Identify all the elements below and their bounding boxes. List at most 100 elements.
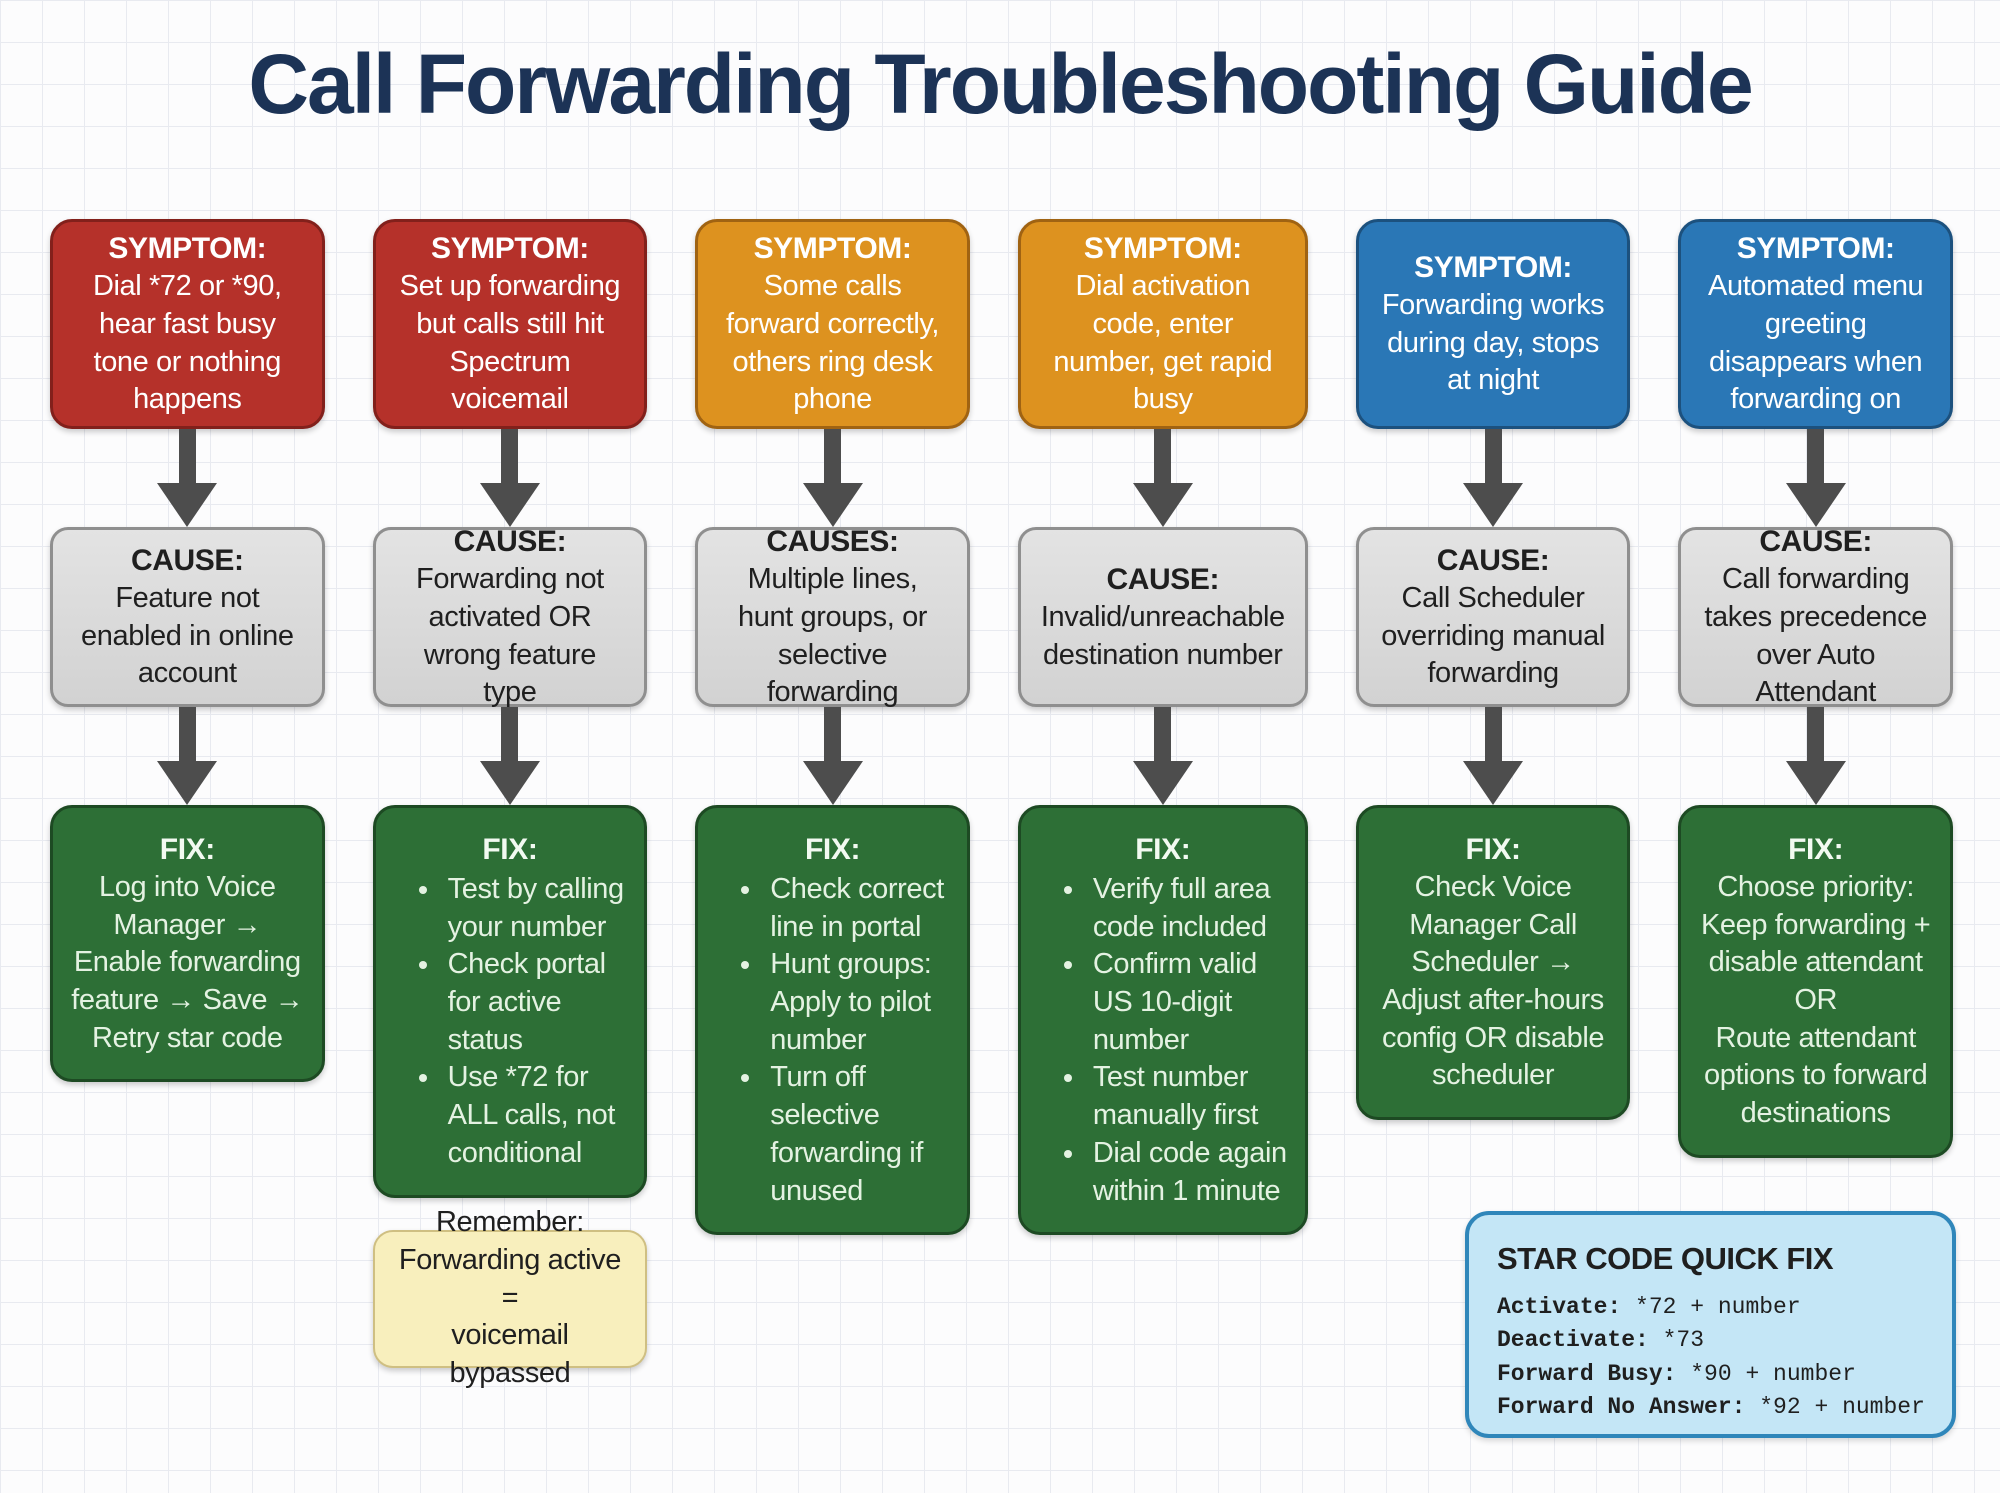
- symptom-text: Forwarding works during day, stops at ni…: [1381, 288, 1605, 397]
- star-code-row: Activate: *72 + number: [1497, 1291, 1924, 1324]
- symptom-label: SYMPTOM:: [108, 232, 267, 266]
- down-arrow-icon: [1678, 429, 1953, 527]
- fix-box: FIX: Check correct line in portalHunt gr…: [695, 805, 970, 1236]
- fix-label: FIX:: [1788, 833, 1844, 866]
- fix-text: Choose priority: Keep forwarding + disab…: [1700, 871, 1931, 1130]
- fix-bullet-item: Test number manually first: [1087, 1059, 1287, 1134]
- cause-box: CAUSE: Call Scheduler overriding manual …: [1355, 527, 1631, 707]
- fix-bullet-list: Test by calling your numberCheck portal …: [394, 871, 627, 1173]
- cause-box: CAUSE: Feature not enabled in online acc…: [50, 527, 325, 707]
- star-code-label: Forward No Answer:: [1497, 1394, 1746, 1421]
- symptom-text: Dial *72 or *90, hear fast busy tone or …: [92, 270, 282, 416]
- fix-label: FIX:: [482, 833, 538, 866]
- cause-label: CAUSE:: [1436, 543, 1550, 577]
- cause-label: CAUSE:: [1106, 562, 1220, 596]
- fix-box: FIX: Test by calling your numberCheck po…: [372, 805, 648, 1198]
- symptom-text: Dial activation code, enter number, get …: [1053, 270, 1273, 416]
- fix-bullet-item: Check correct line in portal: [764, 871, 949, 946]
- cause-label: CAUSE:: [131, 543, 244, 577]
- fix-bullet-item: Check portal for active status: [442, 946, 627, 1059]
- fix-text: Check Voice Manager Call Scheduler → Adj…: [1382, 871, 1605, 1092]
- cause-text: Feature not enabled in online account: [81, 581, 294, 690]
- fix-bullet-item: Verify full area code included: [1087, 871, 1287, 946]
- down-arrow-icon: [50, 429, 325, 527]
- cause-text: Invalid/unreachable destination number: [1040, 600, 1285, 671]
- cause-box: CAUSE: Invalid/unreachable destination n…: [1017, 527, 1308, 707]
- down-arrow-icon: [50, 707, 325, 805]
- fix-bullet-list: Check correct line in portalHunt groups:…: [716, 871, 949, 1210]
- cause-text: Forwarding not activated OR wrong featur…: [416, 563, 604, 709]
- down-arrow-icon: [1678, 707, 1953, 805]
- flowchart: SYMPTOM: Dial *72 or *90, hear fast busy…: [50, 219, 1953, 1389]
- flow-column-1: SYMPTOM: Dial *72 or *90, hear fast busy…: [50, 219, 325, 1083]
- fix-box: FIX: Verify full area code includedConfi…: [1017, 805, 1308, 1236]
- flow-column-6: SYMPTOM: Automated menu greeting disappe…: [1678, 219, 1953, 1158]
- star-code-row: Deactivate: *73: [1497, 1324, 1924, 1357]
- fix-bullet-item: Hunt groups: Apply to pilot number: [764, 946, 949, 1059]
- page-title: Call Forwarding Troubleshooting Guide: [248, 37, 1753, 131]
- star-code-value: *90 + number: [1676, 1360, 1856, 1387]
- symptom-box: SYMPTOM: Dial *72 or *90, hear fast busy…: [50, 219, 325, 429]
- star-code-value: *92 + number: [1745, 1394, 1925, 1421]
- symptom-box: SYMPTOM: Automated menu greeting disappe…: [1678, 219, 1953, 429]
- down-arrow-icon: [1018, 429, 1308, 527]
- fix-bullet-item: Test by calling your number: [442, 871, 627, 946]
- star-code-label: Forward Busy:: [1497, 1360, 1677, 1387]
- symptom-text: Automated menu greeting disappears when …: [1708, 270, 1924, 416]
- flow-column-5: SYMPTOM: Forwarding works during day, st…: [1355, 219, 1631, 1121]
- fix-text: Log into Voice Manager → Enable forwardi…: [71, 871, 304, 1054]
- fix-bullet-item: Confirm valid US 10-digit number: [1087, 946, 1287, 1059]
- star-code-row: Forward No Answer: *92 + number: [1497, 1391, 1925, 1424]
- flow-column-2: SYMPTOM: Set up forwarding but calls sti…: [372, 219, 648, 1389]
- down-arrow-icon: [695, 707, 970, 805]
- star-code-value: *73: [1648, 1327, 1705, 1354]
- cause-label: CAUSE:: [1759, 525, 1872, 559]
- fix-box: FIX: Log into Voice Manager → Enable for…: [50, 805, 325, 1083]
- cause-text: Multiple lines, hunt groups, or selectiv…: [737, 563, 928, 709]
- star-code-value: *72 + number: [1621, 1294, 1801, 1320]
- cause-label: CAUSE:: [453, 525, 567, 559]
- down-arrow-icon: [1356, 707, 1631, 805]
- symptom-text: Some calls forward correctly, others rin…: [726, 270, 940, 416]
- down-arrow-icon: [373, 707, 648, 805]
- cause-box: CAUSE: Call forwarding takes precedence …: [1678, 525, 1953, 708]
- symptom-box: SYMPTOM: Dial activation code, enter num…: [1017, 219, 1308, 429]
- down-arrow-icon: [373, 429, 648, 527]
- fix-label: FIX:: [804, 833, 861, 866]
- fix-label: FIX:: [1135, 833, 1191, 866]
- star-code-label: Deactivate:: [1497, 1327, 1649, 1354]
- fix-label: FIX:: [1465, 833, 1521, 866]
- star-code-title: STAR CODE QUICK FIX: [1497, 1241, 1834, 1276]
- fix-label: FIX:: [159, 833, 215, 866]
- fix-bullet-item: Dial code again within 1 minute: [1087, 1135, 1287, 1210]
- symptom-box: SYMPTOM: Forwarding works during day, st…: [1355, 219, 1631, 429]
- symptom-label: SYMPTOM:: [1736, 232, 1895, 266]
- fix-bullet-item: Turn off selective forwarding if unused: [764, 1059, 949, 1210]
- cause-text: Call forwarding takes precedence over Au…: [1704, 563, 1927, 709]
- flow-column-4: SYMPTOM: Dial activation code, enter num…: [1017, 219, 1308, 1236]
- cause-box: CAUSE: Forwarding not activated OR wrong…: [372, 525, 648, 708]
- symptom-box: SYMPTOM: Set up forwarding but calls sti…: [372, 219, 648, 429]
- symptom-label: SYMPTOM:: [753, 232, 912, 266]
- fix-bullet-list: Verify full area code includedConfirm va…: [1039, 871, 1287, 1210]
- fix-box: FIX: Check Voice Manager Call Scheduler …: [1355, 805, 1631, 1121]
- cause-text: Call Scheduler overriding manual forward…: [1381, 581, 1605, 690]
- note-box: Remember: Forwarding active = voicemail …: [372, 1206, 648, 1389]
- note-text: Remember: Forwarding active = voicemail …: [398, 1206, 621, 1390]
- star-code-label: Activate:: [1497, 1294, 1622, 1320]
- symptom-text: Set up forwarding but calls still hit Sp…: [399, 270, 621, 416]
- fix-bullet-item: Use *72 for ALL calls, not conditional: [442, 1059, 627, 1172]
- symptom-label: SYMPTOM:: [430, 232, 589, 266]
- symptom-label: SYMPTOM:: [1414, 250, 1573, 284]
- cause-box: CAUSES: Multiple lines, hunt groups, or …: [695, 525, 970, 708]
- symptom-box: SYMPTOM: Some calls forward correctly, o…: [695, 219, 970, 429]
- down-arrow-icon: [695, 429, 970, 527]
- down-arrow-icon: [1356, 429, 1631, 527]
- star-code-box: STAR CODE QUICK FIX Activate: *72 + numb…: [1465, 1211, 1956, 1438]
- flow-column-3: SYMPTOM: Some calls forward correctly, o…: [695, 219, 970, 1236]
- cause-label: CAUSES:: [766, 525, 899, 559]
- down-arrow-icon: [1018, 707, 1308, 805]
- fix-box: FIX: Choose priority: Keep forwarding + …: [1678, 805, 1953, 1158]
- star-code-row: Forward Busy: *90 + number: [1497, 1358, 1924, 1391]
- symptom-label: SYMPTOM:: [1083, 232, 1242, 266]
